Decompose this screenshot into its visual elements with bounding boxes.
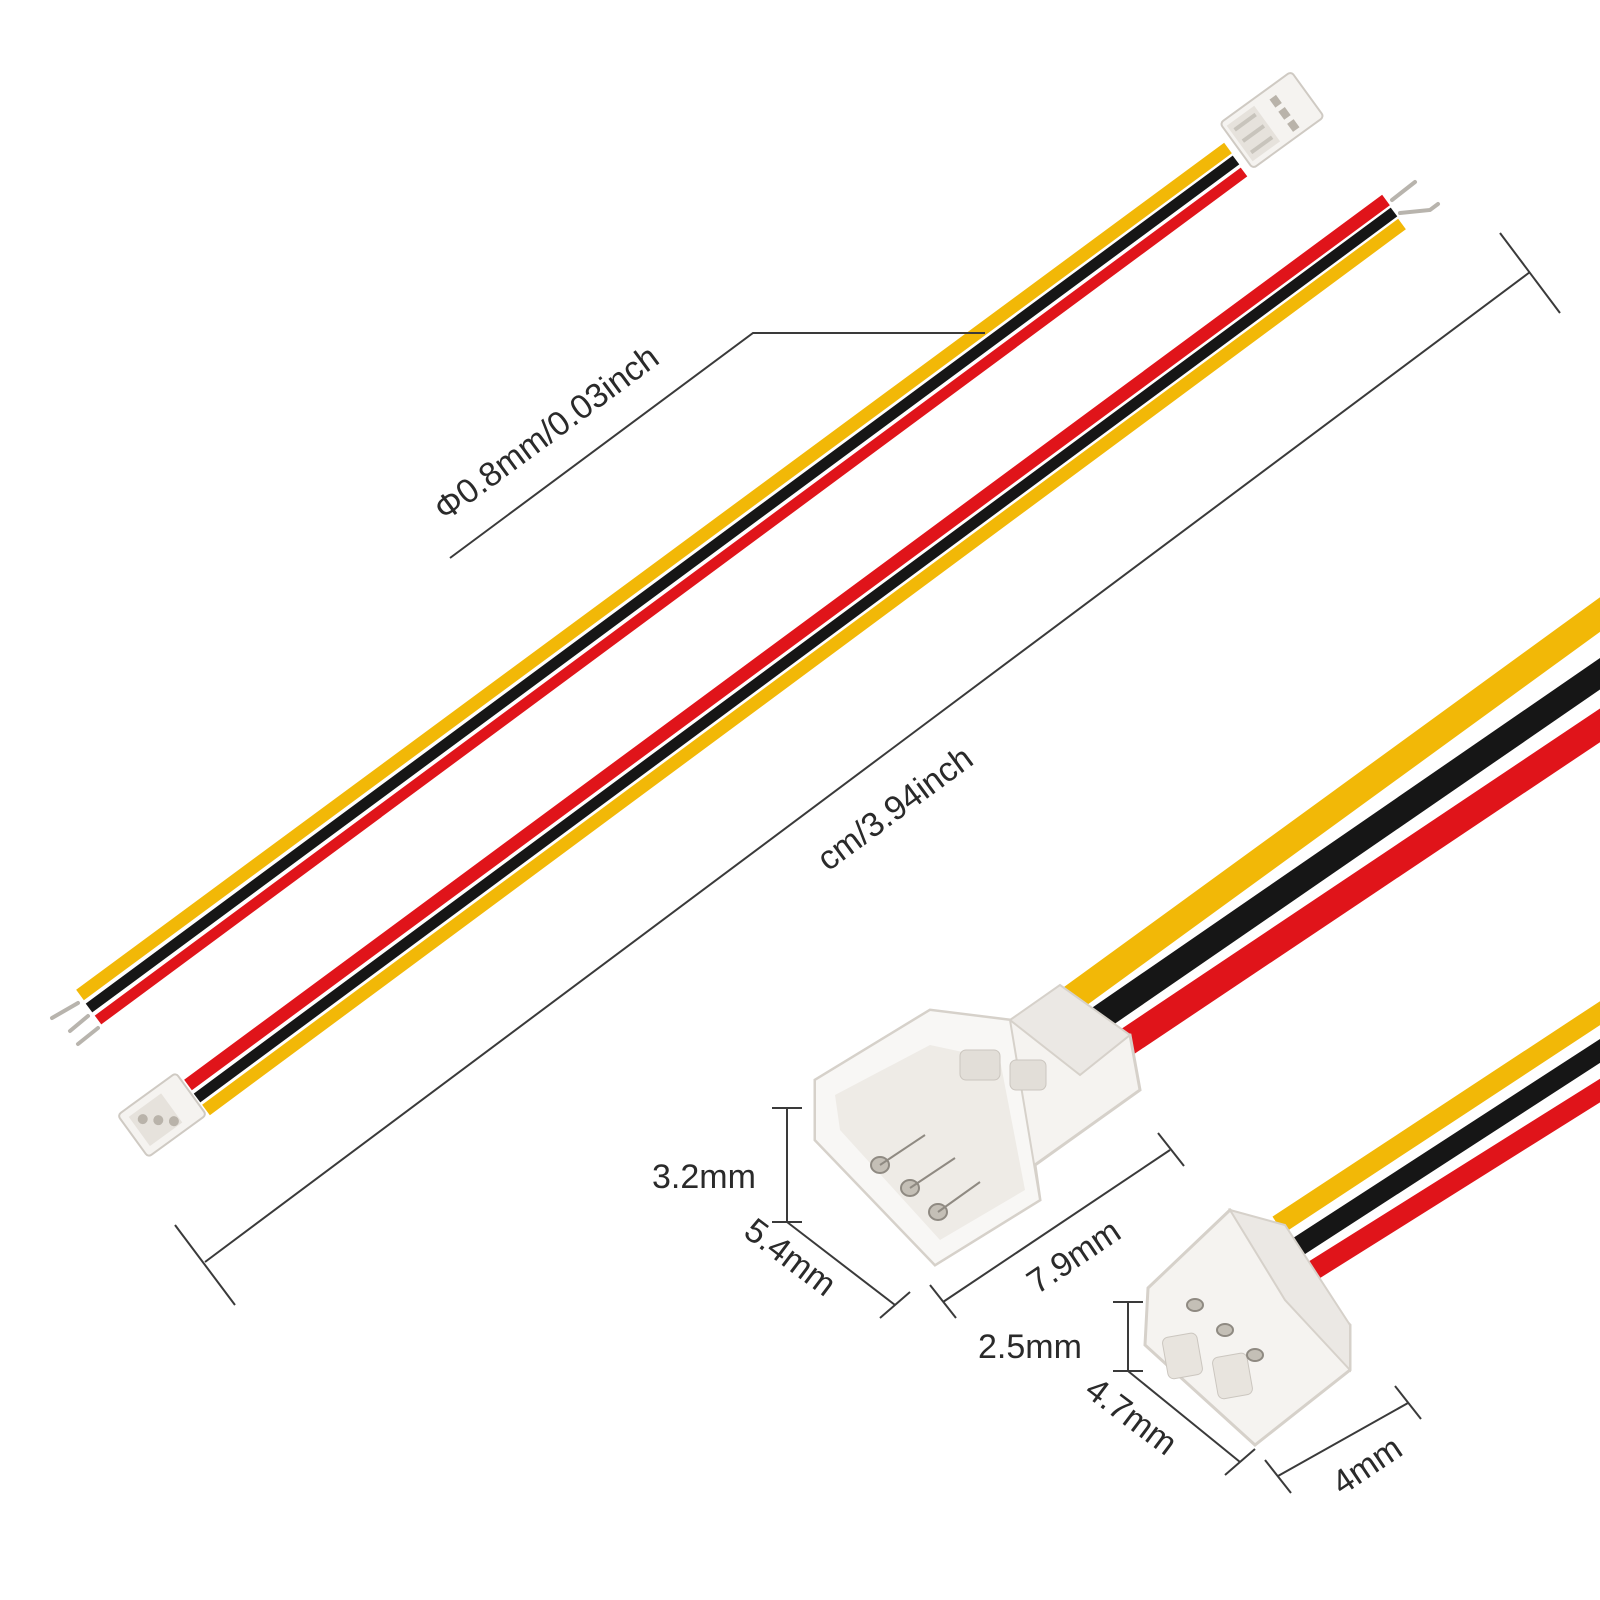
- closeup-plug-cable: [1061, 597, 1600, 1064]
- cable-assembly-lower: [118, 180, 1440, 1157]
- wire-black: [85, 155, 1240, 1013]
- socket-width-line: [1127, 1370, 1241, 1463]
- plug-height-label: 3.2mm: [652, 1158, 756, 1196]
- wire-red: [1104, 708, 1600, 1064]
- wire-red: [94, 167, 1248, 1025]
- stripped-wire-ends: [50, 1001, 100, 1046]
- wire-red: [1308, 1078, 1600, 1279]
- dimension-lines: [174, 232, 1561, 1494]
- stripped-wire-ends: [1390, 180, 1440, 215]
- plug-width-line: [786, 1221, 896, 1306]
- plug-length-line: [942, 1149, 1171, 1303]
- wire-diameter-label: Φ0.8mm/0.03inch: [427, 338, 666, 529]
- wire-red: [184, 194, 1390, 1091]
- connector-pins: [1186, 1298, 1264, 1362]
- cable-length-line: [204, 271, 1531, 1263]
- plug-length-label: 7.9mm: [1020, 1212, 1127, 1302]
- wire-yellow: [202, 218, 1406, 1116]
- wire-diameter-leader: [449, 332, 985, 559]
- cable-length-label: cm/3.94inch: [810, 739, 980, 879]
- wire-yellow: [1272, 1001, 1600, 1234]
- connector-socket-bottom: [118, 1073, 206, 1157]
- socket-length-line: [1277, 1402, 1409, 1477]
- wire-yellow: [1061, 597, 1600, 1012]
- plug-connector-closeup: [813, 983, 1142, 1267]
- closeup-socket-cable: [1272, 1001, 1600, 1279]
- socket-width-label: 4.7mm: [1078, 1370, 1184, 1463]
- wire-yellow: [76, 142, 1232, 1001]
- socket-length-label: 4mm: [1325, 1429, 1409, 1503]
- socket-height-label: 2.5mm: [978, 1328, 1082, 1366]
- connector-socket-top: [1220, 72, 1324, 168]
- socket-connector-closeup: [1143, 1207, 1352, 1447]
- connector-pins: [870, 1134, 981, 1221]
- wire-black: [193, 207, 1398, 1103]
- wire-black: [1082, 657, 1600, 1036]
- wire-black: [1290, 1039, 1600, 1257]
- cable-assembly-upper: [50, 72, 1324, 1046]
